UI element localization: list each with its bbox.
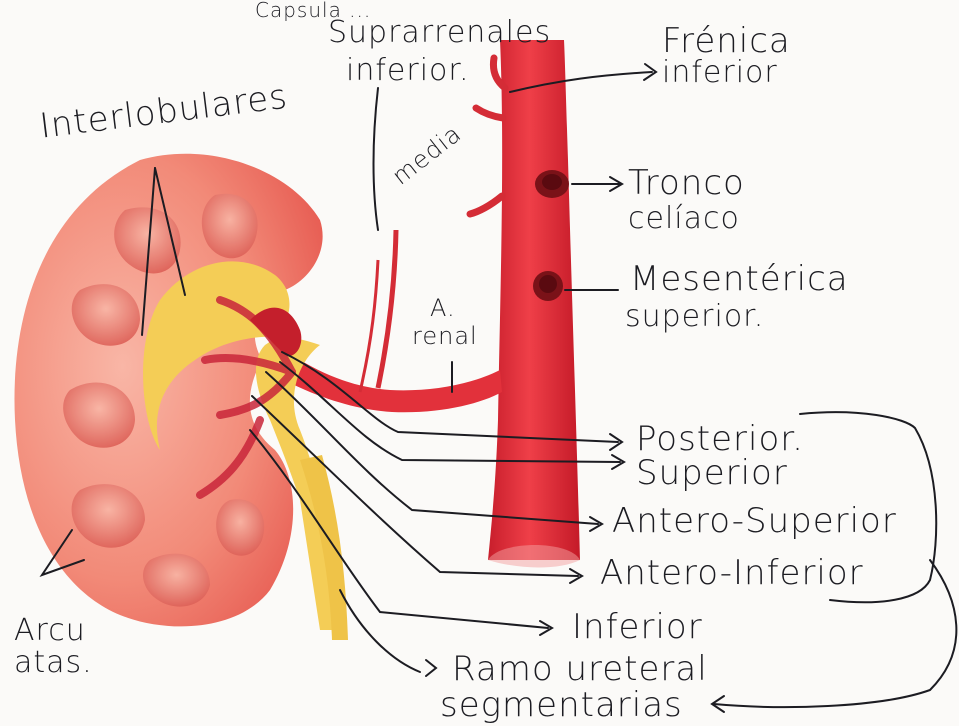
label-frenica: Frénica [662, 24, 791, 58]
label-frenica-inferior: inferior [662, 58, 778, 88]
label-a: A. [430, 296, 456, 320]
label-tronco: Tronco [628, 166, 745, 200]
celiac-trunk-ostium [535, 170, 569, 198]
label-segmentarias: segmentarias [440, 688, 683, 722]
suprarenal-branches [470, 58, 505, 214]
label-mesenterica: Mesentérica [630, 262, 849, 296]
label-inferior: Inferior [572, 610, 703, 644]
label-mesenterica-superior: superior. [625, 302, 764, 332]
label-renal: renal [412, 324, 478, 348]
label-antero-inferior: Antero-Inferior [600, 556, 864, 590]
label-suprarrenal-inferior: inferior. [346, 56, 470, 86]
label-celiaco: celíaco [628, 204, 740, 234]
label-suprarrenales: Suprarrenales [328, 18, 551, 48]
label-antero-superior: Antero-Superior [612, 504, 897, 538]
label-superior: Superior [636, 456, 788, 490]
label-arcuatas-1: Arcu [14, 616, 86, 646]
superior-mesenteric-ostium [533, 271, 563, 301]
label-posterior: Posterior. [636, 422, 804, 456]
label-arcuatas-2: atas. [14, 648, 93, 678]
label-ramo-ureteral: Ramo ureteral [452, 652, 708, 686]
